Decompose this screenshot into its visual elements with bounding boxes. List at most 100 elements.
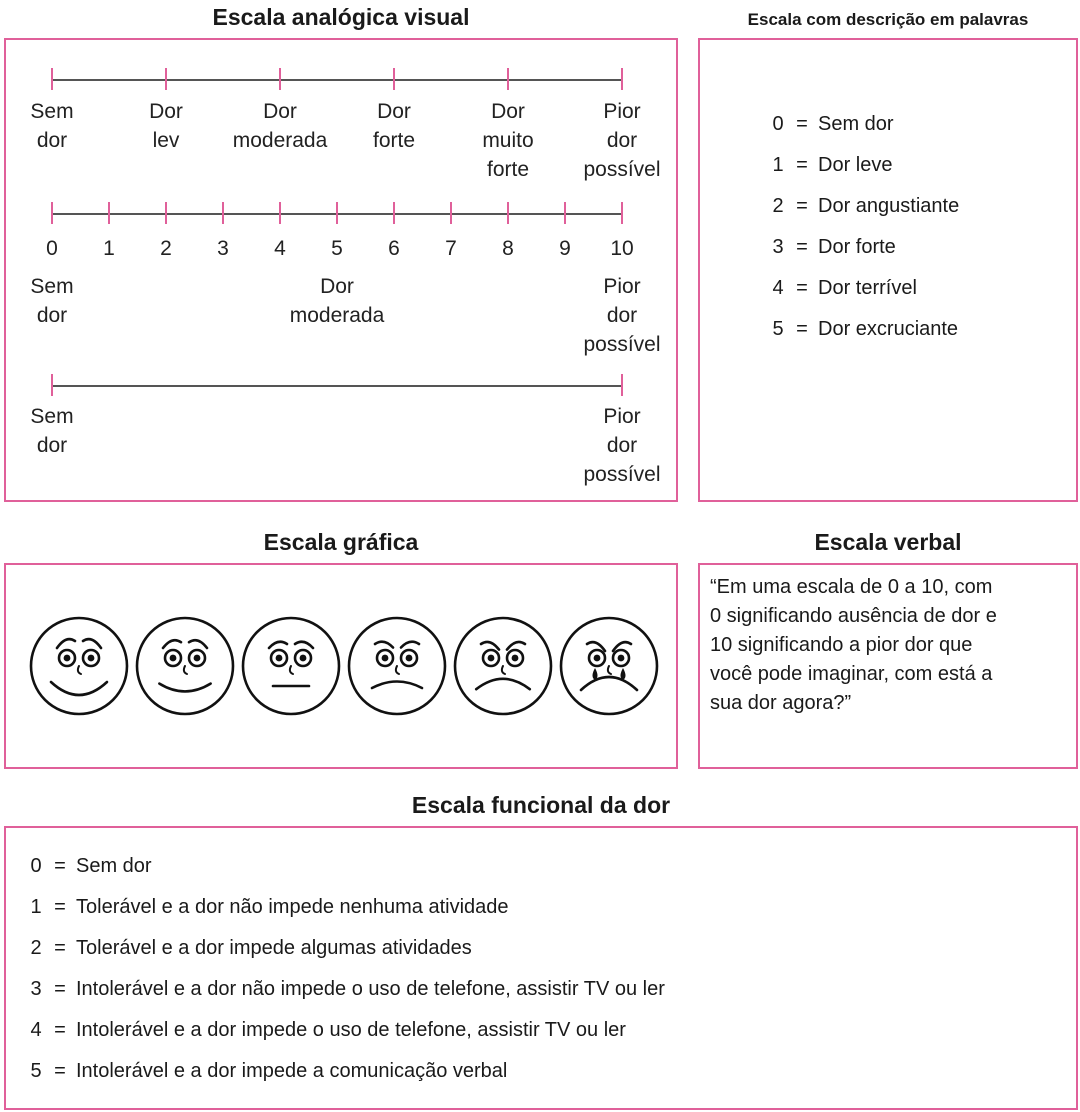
functional-scale-item: 4 = Intolerável e a dor impede o uso de te… <box>28 1010 665 1051</box>
words-scale-item-number: 5 <box>772 318 784 340</box>
verbal-question-line: “Em uma escala de 0 a 10, com <box>710 576 993 598</box>
functional-scale-title: Escala funcional da dor <box>411 792 671 818</box>
vas-scale3-label-line: Pior <box>603 405 640 428</box>
vas-scale2-number: 9 <box>559 237 571 260</box>
functional-scale-item-number: 0 <box>30 855 42 877</box>
vas-scale3-label-line: Sem <box>30 405 73 428</box>
vas-scale2-number: 5 <box>331 237 343 260</box>
functional-scale-box: 0 = Sem dor 1 = Tolerável e a dor não impede … <box>4 826 1078 1110</box>
vas-scale1-label-line: forte <box>373 129 415 152</box>
words-scale-item-number: 0 <box>772 113 784 135</box>
vas-scale2-number: 6 <box>388 237 400 260</box>
sad-face-icon <box>347 616 447 716</box>
functional-scale-item: 5=Intolerável e a dor impede a comunicaç… <box>28 1051 665 1092</box>
vas-scale1-label-line: muito <box>482 129 533 152</box>
verbal-question-line: 0 significando ausência de dor e <box>710 605 997 627</box>
verbal-question-line: 10 significando a pior dor que <box>710 634 973 656</box>
functional-scale-item: 2=Tolerável e a dor impede algumas ativi… <box>28 928 665 969</box>
vas-scale1-label-line: Dor <box>491 100 525 123</box>
functional-scale-item-equals: = <box>54 1060 66 1082</box>
vas-scale2-label-line: moderada <box>290 304 385 327</box>
vas-scale1-label-line: Dor <box>149 100 183 123</box>
vas-scale2-label-line: Dor <box>320 275 354 298</box>
vas-scale2-number: 2 <box>160 237 172 260</box>
functional-scale-item-text: Intolerável e a dor impede a comunicação… <box>76 1060 508 1082</box>
vas-scale2-number: 0 <box>46 237 58 260</box>
functional-scale-item-text: Sem dor <box>76 855 152 877</box>
words-scale-item-equals: = <box>796 154 808 176</box>
vas-scale2-label: Pior dor possível <box>583 275 660 356</box>
functional-scale-item-number: 4 <box>30 1019 42 1041</box>
vas-scale1-label-line: Dor <box>263 100 297 123</box>
words-scale-item-text: Dor excruciante <box>818 318 959 340</box>
words-scale-item-number: 1 <box>772 154 784 176</box>
vas-scale1-label-line: Sem <box>30 100 73 123</box>
words-scale-item-number: 2 <box>772 195 784 217</box>
functional-scale-item-text: Tolerável e a dor não impede nenhuma ati… <box>76 896 509 918</box>
neutral-face-icon <box>241 616 341 716</box>
vas-scale2-label: Sem dor <box>30 275 73 327</box>
vas-scale1-label: Dor forte <box>373 100 415 152</box>
vas-scale1-label-line: possível <box>583 158 660 181</box>
vas-scale1-label-line: dor <box>607 129 637 152</box>
functional-scale-item-equals: = <box>54 896 66 918</box>
vas-scale1-label-line: forte <box>487 158 529 181</box>
vas-scale1-label-line: dor <box>37 129 67 152</box>
words-scale-title: Escala com descrição em palavras <box>747 10 1029 29</box>
verbal-question-line: você pode imaginar, com está a <box>710 663 993 685</box>
graphic-scale-box <box>4 563 678 769</box>
words-scale-item-number: 4 <box>772 277 784 299</box>
words-scale-item-text: Dor angustiante <box>818 195 960 217</box>
vas-scale1-label: Dor muito forte <box>482 100 533 181</box>
vas-scale2-number: 8 <box>502 237 514 260</box>
words-scale-item-number: 3 <box>772 236 784 258</box>
words-scale-item-text: Dor terrível <box>818 277 917 299</box>
vas-scale2-number: 4 <box>274 237 286 260</box>
verbal-scale-box: “Em uma escala de 0 a 10, com 0 significa… <box>698 563 1078 769</box>
words-scale-item: 4 = Dor terrível <box>770 268 959 309</box>
words-scale-item-equals: = <box>796 113 808 135</box>
words-scale-item-equals: = <box>796 318 808 340</box>
functional-scale-item-equals: = <box>54 978 66 1000</box>
verbal-scale-title: Escala verbal <box>814 529 962 555</box>
verbal-question-line: sua dor agora?” <box>710 692 852 714</box>
functional-scale-item-number: 3 <box>30 978 42 1000</box>
vas-scale2-label-line: Pior <box>603 275 640 298</box>
faces-row <box>29 616 659 716</box>
functional-scale-item-text: Intolerável e a dor não impede o uso de … <box>76 978 665 1000</box>
vas-scale1-label-line: Dor <box>377 100 411 123</box>
words-scale-item: 1=Dor leve <box>770 145 959 186</box>
vas-scale1-label-line: moderada <box>233 129 328 152</box>
vas-scale3-label-line: possível <box>583 463 660 486</box>
words-scale-item-equals: = <box>796 277 808 299</box>
vas-scale2-label-line: dor <box>37 304 67 327</box>
vas-scales: SemdorDorlevDormoderadaDorforteDormuitof… <box>30 68 661 486</box>
functional-scale-item: 0 = Sem dor <box>28 846 665 887</box>
words-scale-item: 5 = Dor excruciante <box>770 309 959 350</box>
vas-scale2-number: 7 <box>445 237 457 260</box>
words-scale-item: 2=Dor angustiante <box>770 186 959 227</box>
functional-scale-item-text: Intolerável e a dor impede o uso de tele… <box>76 1019 626 1041</box>
functional-scale-item-text: Tolerável e a dor impede algumas ativida… <box>76 937 472 959</box>
vas-scale2-number: 3 <box>217 237 229 260</box>
words-scale-item-equals: = <box>796 236 808 258</box>
functional-scale-item-equals: = <box>54 1019 66 1041</box>
vas-scale2-label-line: Sem <box>30 275 73 298</box>
vas-scale1-label-line: lev <box>153 129 180 152</box>
vas-scale2-number: 1 <box>103 237 115 260</box>
vas-scale3-label-line: dor <box>37 434 67 457</box>
vas-scale2-label-line: dor <box>607 304 637 327</box>
vas-title: Escala analógica visual <box>212 4 470 30</box>
vas-scale1-label: Dor moderada <box>233 100 328 152</box>
words-scale-item-text: Dor forte <box>818 236 896 258</box>
words-scale-item: 3 = Dor forte <box>770 227 959 268</box>
vas-scale2-label-line: possível <box>583 333 660 356</box>
functional-scale-item-number: 1 <box>30 896 42 918</box>
very-sad-face-icon <box>453 616 553 716</box>
functional-scale-item-equals: = <box>54 855 66 877</box>
very-happy-face-icon <box>29 616 129 716</box>
vas-scale3-label: Sem dor <box>30 405 73 457</box>
